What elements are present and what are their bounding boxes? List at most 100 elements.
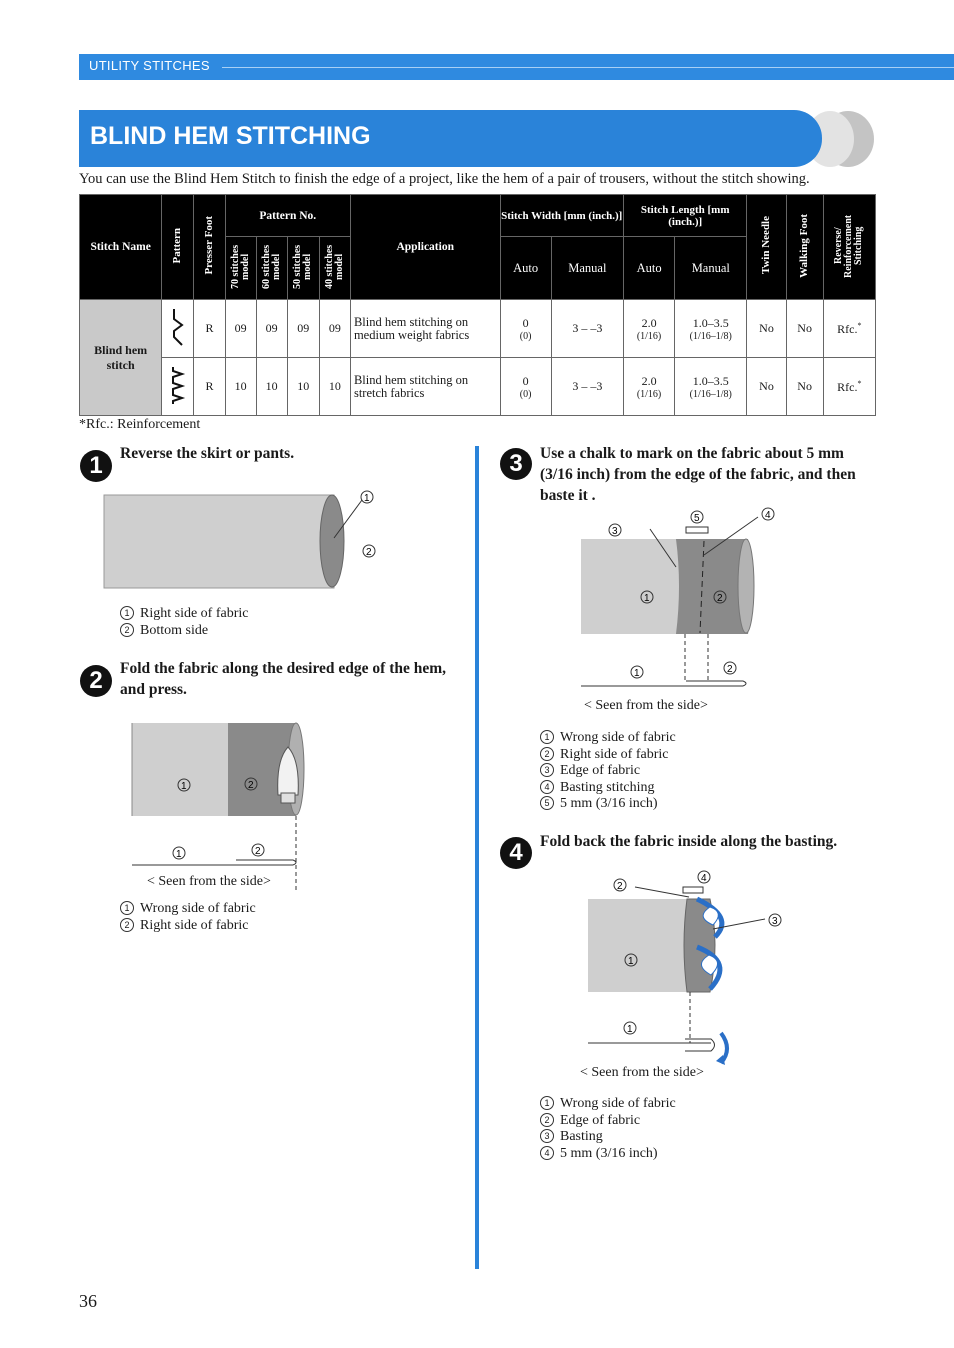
page-number: 36 (79, 1291, 97, 1311)
th-stitch-name: Stitch Name (78, 194, 163, 300)
model60-cell: 10 (255, 357, 288, 416)
th-length-auto: Auto (622, 236, 676, 300)
model70-cell: 10 (224, 357, 257, 416)
diagram-label: 2 (366, 547, 372, 558)
svg-text:1: 1 (181, 781, 187, 792)
th-stitch-width: Stitch Width [mm (inch.)] (499, 194, 624, 237)
footnote: *Rfc.: Reinforcement (79, 417, 201, 432)
step-4-illustration: 2 4 3 1 1 (588, 870, 782, 1065)
column-divider (475, 446, 479, 1269)
diagram-label: 1 (364, 493, 370, 504)
svg-text:1: 1 (627, 1024, 633, 1035)
step-1-illustration: 1 2 (103, 490, 376, 589)
foot-cell: R (193, 299, 226, 358)
step-1-text: Reverse the skirt or pants. (120, 445, 295, 462)
svg-text:2: 2 (717, 593, 723, 604)
model60-cell: 09 (255, 299, 288, 358)
table-row: R 10 10 10 10 Blind hem stitching on str… (80, 357, 877, 416)
model50-cell: 09 (286, 299, 320, 358)
step-2-caption: < Seen from the side> (147, 874, 271, 889)
step-2-text: Fold the fabric along the desired edge o… (120, 660, 447, 698)
length-auto-cell: 2.0(1/16) (622, 357, 676, 416)
svg-text:2: 2 (617, 881, 623, 892)
th-twin-needle: Twin Needle (746, 194, 787, 300)
length-manual-cell: 1.0–3.5(1/16–1/8) (674, 299, 748, 358)
step-4-number: 4 (500, 837, 532, 869)
svg-text:2: 2 (255, 846, 261, 857)
model40-cell: 09 (318, 299, 351, 358)
reverse-cell: Rfc.* (822, 299, 877, 358)
twin-cell: No (746, 299, 787, 358)
th-model-70: 70 stitches model (224, 236, 257, 300)
width-manual-cell: 3 – –3 (550, 299, 624, 358)
svg-text:1: 1 (176, 849, 182, 860)
th-model-50: 50 stitches model (286, 236, 320, 300)
page-title: BLIND HEM STITCHING (90, 122, 371, 150)
svg-text:5: 5 (694, 513, 700, 524)
foot-cell: R (193, 357, 226, 416)
step-3-text: Use a chalk to mark on the fabric about … (540, 445, 856, 504)
svg-text:1: 1 (644, 593, 650, 604)
step-4-caption: < Seen from the side> (580, 1065, 704, 1080)
model50-cell: 10 (286, 357, 320, 416)
svg-text:3: 3 (612, 526, 618, 537)
svg-text:4: 4 (701, 873, 707, 884)
th-width-manual: Manual (550, 236, 624, 300)
th-model-60: 60 stitches model (255, 236, 288, 300)
th-pattern: Pattern (161, 194, 195, 300)
model40-cell: 10 (318, 357, 351, 416)
walking-cell: No (785, 357, 824, 416)
th-stitch-length: Stitch Length [mm (inch.)] (622, 194, 748, 237)
twin-cell: No (746, 357, 787, 416)
intro-text: You can use the Blind Hem Stitch to fini… (79, 171, 810, 187)
width-auto-cell: 0(0) (499, 299, 552, 358)
reverse-cell: Rfc.* (822, 357, 877, 416)
application-cell: Blind hem stitching on medium weight fab… (349, 299, 501, 358)
title-band (79, 110, 822, 167)
step-2-number: 2 (80, 665, 112, 697)
section-header: UTILITY STITCHES (89, 58, 210, 73)
th-pattern-no: Pattern No. (224, 194, 351, 237)
th-application: Application (349, 194, 501, 300)
header-rule (222, 67, 954, 68)
walking-cell: No (785, 299, 824, 358)
th-reverse: Reverse/ Reinforcement Stitching (822, 194, 877, 300)
pattern-icon (161, 357, 195, 416)
length-manual-cell: 1.0–3.5(1/16–1/8) (674, 357, 748, 416)
th-width-auto: Auto (499, 236, 552, 300)
step-4-text: Fold back the fabric inside along the ba… (540, 833, 838, 850)
step-3-illustration: 3 5 4 1 2 1 2 (581, 507, 775, 687)
step-2-illustration: 1 2 1 2 (131, 722, 305, 890)
th-model-40: 40 stitches model (318, 236, 351, 300)
svg-text:2: 2 (248, 780, 254, 791)
th-walking-foot: Walking Foot (785, 194, 824, 300)
table-row: Blind hem stitch R 09 09 09 09 Blind hem… (78, 299, 877, 416)
svg-text:1: 1 (628, 956, 634, 967)
step-1-number: 1 (80, 450, 112, 482)
svg-text:3: 3 (772, 916, 778, 927)
th-length-manual: Manual (674, 236, 748, 300)
length-auto-cell: 2.0(1/16) (622, 299, 676, 358)
pattern-icon (161, 299, 195, 358)
stitch-name-cell: Blind hem stitch (78, 299, 163, 416)
th-presser-foot: Presser Foot (193, 194, 226, 300)
width-auto-cell: 0(0) (499, 357, 552, 416)
width-manual-cell: 3 – –3 (550, 357, 624, 416)
svg-text:4: 4 (765, 510, 771, 521)
stitch-spec-table: Stitch Name Pattern Presser Foot Pattern… (78, 194, 877, 416)
application-cell: Blind hem stitching on stretch fabrics (349, 357, 501, 416)
